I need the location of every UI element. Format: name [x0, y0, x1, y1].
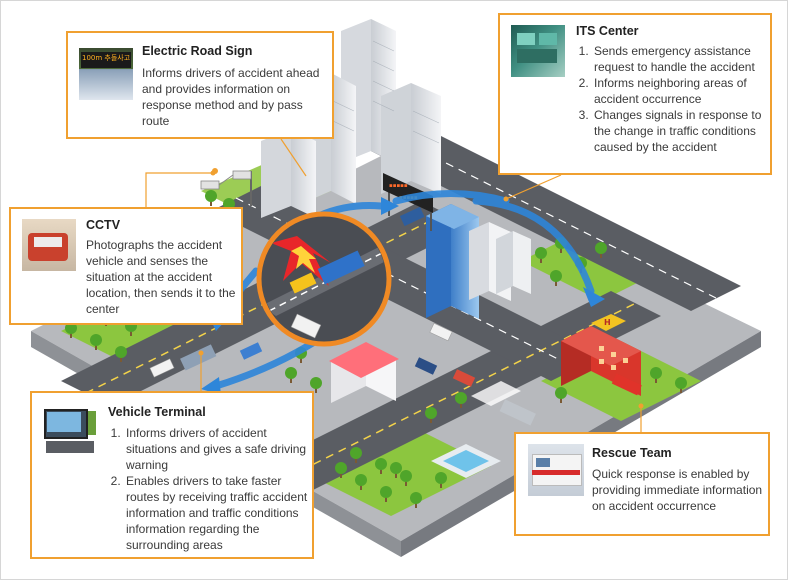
road-sign-thumbnail: 100m 추돌사고 — [79, 48, 133, 100]
callout-cctv: CCTV Photographs the accident vehicle an… — [9, 207, 243, 325]
tree — [335, 462, 347, 478]
road-sign-description: Informs drivers of accident ahead and pr… — [142, 66, 320, 128]
vehicle-terminal-thumbnail — [42, 405, 98, 457]
tree — [285, 367, 297, 383]
its-center-list: Sends emergency assistance request to ha… — [576, 43, 768, 155]
tree — [90, 334, 102, 350]
road-sign-text: 100m 추돌사고 — [82, 54, 131, 62]
vehicles — [149, 206, 536, 426]
rescue-team-description: Quick response is enabled by providing i… — [592, 467, 763, 513]
tree — [455, 392, 467, 408]
tree — [435, 472, 447, 488]
vehicle-terminal-list: Informs drivers of accident situations a… — [108, 425, 308, 553]
tree — [675, 377, 687, 393]
tree — [550, 270, 562, 286]
callout-vehicle-terminal: Vehicle Terminal Informs drivers of acci… — [30, 391, 314, 559]
its-center-item: Changes signals in response to the chang… — [592, 107, 768, 155]
tree — [555, 387, 567, 403]
tree — [375, 458, 387, 474]
its-center-building — [426, 204, 531, 319]
callout-rescue-team: Rescue Team Quick response is enabled by… — [514, 432, 770, 536]
tree — [535, 247, 547, 263]
cctv-title: CCTV — [86, 218, 121, 232]
vehicle-terminal-item: Enables drivers to take faster routes by… — [124, 473, 308, 553]
its-center-item: Sends emergency assistance request to ha… — [592, 43, 768, 75]
svg-text:H: H — [604, 318, 611, 327]
tree — [380, 486, 392, 502]
cctv-description: Photographs the accident vehicle and sen… — [86, 238, 236, 316]
callout-electric-road-sign: 100m 추돌사고 Electric Road Sign Informs dri… — [66, 31, 334, 139]
its-center-title: ITS Center — [576, 24, 639, 38]
its-center-thumbnail — [511, 25, 565, 77]
rescue-team-thumbnail — [528, 444, 584, 496]
tree — [205, 190, 217, 206]
callout-its-center: ITS Center Sends emergency assistance re… — [498, 13, 772, 175]
tree — [650, 367, 662, 383]
tree — [65, 322, 77, 338]
shop-building — [329, 342, 399, 403]
cctv-thumbnail — [22, 219, 76, 271]
accident-zoom-circle — [256, 211, 392, 347]
tree — [310, 377, 322, 393]
rescue-team-title: Rescue Team — [592, 446, 672, 460]
svg-text:▪▪▪▪▪: ▪▪▪▪▪ — [389, 183, 408, 189]
tree — [355, 474, 367, 490]
tree — [410, 492, 422, 508]
tree — [115, 346, 127, 362]
vehicle-terminal-item: Informs drivers of accident situations a… — [124, 425, 308, 473]
fire-station: H — [561, 314, 642, 396]
vehicle-terminal-title: Vehicle Terminal — [108, 405, 206, 419]
tree — [425, 407, 437, 423]
its-center-item: Informs neighboring areas of accident oc… — [592, 75, 768, 107]
tree — [390, 462, 402, 478]
fountain-plaza — [431, 444, 501, 478]
road-sign-title: Electric Road Sign — [142, 44, 253, 58]
tree — [350, 447, 362, 463]
tree — [595, 242, 607, 258]
tree — [400, 470, 412, 486]
